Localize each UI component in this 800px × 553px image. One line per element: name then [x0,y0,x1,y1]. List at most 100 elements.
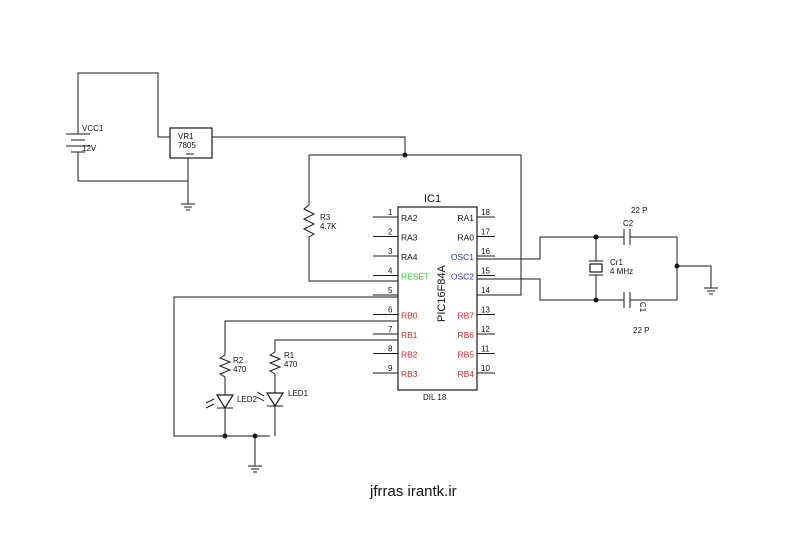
junction-crystal-top [593,234,599,240]
capacitor-c1: C1 22 P [623,292,649,335]
mcu-pin-number: 3 [388,247,393,256]
battery-ref: VCC1 [82,124,104,133]
mcu-pin-name: RB6 [457,330,474,340]
mcu-pin-number: 14 [481,286,490,295]
r1-ref: R1 [284,351,295,360]
mcu-pin-number: 2 [388,228,393,237]
mcu-body [397,206,478,391]
wire-osc1 [477,236,618,260]
r1-value: 470 [284,360,298,369]
mcu-pin-name: RB1 [401,330,418,340]
mcu-pin-name: RB0 [401,311,418,321]
mcu-pin-number: 7 [388,325,393,334]
mcu-pin-name: RA3 [401,233,418,243]
mcu-pin-name: RA1 [457,213,474,223]
mcu-pin-name: OSC1 [451,252,474,262]
mcu-pin-number: 12 [481,325,490,334]
battery-value: 12V [82,144,97,153]
c1-value: 22 P [633,326,649,335]
led1-triangle [265,392,285,408]
mcu-pin-number: 16 [481,247,490,256]
mcu-pin-number: 11 [481,345,490,354]
mcu-pin-number: 8 [388,345,393,354]
resistor-r3: R3 4.7K [302,204,337,238]
wire-vcc-to-regulator [77,72,170,138]
regulator-vr1: VR1 7805 [169,127,213,159]
mcu-pin-name: RB5 [457,350,474,360]
led1-ref: LED1 [288,389,309,398]
mcu-pin-name: RB2 [401,350,418,360]
wire-osc-ground [677,265,712,288]
capacitor-c2: 22 P C2 [623,206,647,245]
mcu-pin-name: RB7 [457,311,474,321]
mcu-pin-number: 13 [481,306,490,315]
led-led2: LED2 [205,394,258,410]
led2-light-ray [205,403,215,409]
mcu-pin-number: 10 [481,364,490,373]
led1-light-ray [256,396,265,402]
resistor-r2: R2 470 [218,354,247,378]
mcu-pin-name: RA2 [401,213,418,223]
c1-ref: C1 [638,302,647,313]
footer-credit: jfrras irantk.ir [369,483,457,500]
junction-5v [402,152,408,158]
battery-vcc1: VCC1 12V [66,124,104,153]
regulator-ref: VR1 [178,132,194,141]
mcu-pin-name: RB3 [401,369,418,379]
mcu-pin-name: RA0 [457,233,474,243]
mcu-pin-name: RA4 [401,252,418,262]
crystal-body [589,263,603,273]
crystal-cr1: Cr1 4 MHz [589,258,633,276]
mcu-pin-number: 18 [481,208,490,217]
mcu-pin-number: 9 [388,364,393,373]
led1-light-ray [256,391,265,397]
mcu-pin-name: RESET [401,272,429,282]
resistor-r1: R1 470 [268,351,298,375]
mcu-pin-number: 5 [388,286,393,295]
regulator-body [169,127,213,159]
mcu-part: PIC16F84A [436,264,448,322]
wire-rb1-to-r1 [274,339,398,352]
mcu-ic1: IC1 PIC16F84A DIL 18 1RA22RA33RA44RESET5… [373,193,495,402]
mcu-pin: 5 [373,286,398,296]
led-led1: LED1 [256,389,309,408]
mcu-pin-name: OSC2 [451,272,474,282]
mcu-package: DIL 18 [423,393,447,402]
junction-crystal-bottom [593,297,599,303]
c2-value: 22 P [631,206,647,215]
led2-light-ray [205,398,215,404]
wire-vss-pin5 [173,296,398,437]
r3-ref: R3 [320,213,331,222]
mcu-pin-number: 15 [481,267,490,276]
crystal-value: 4 MHz [610,267,633,276]
wire-r3-to-reset [308,237,398,282]
led2-ref: LED2 [237,395,258,404]
c2-ref: C2 [623,219,634,228]
mcu-pin-name: RB4 [457,369,474,379]
crystal-ref: Cr1 [610,258,623,267]
regulator-value: 7805 [178,141,196,150]
wire-rb0-to-r2 [224,320,398,355]
ground-symbol-main [248,465,262,473]
r2-ref: R2 [233,356,244,365]
mcu-pin-number: 6 [388,306,393,315]
ground-symbol-oscillator [704,287,718,295]
r3-value: 4.7K [320,222,337,231]
